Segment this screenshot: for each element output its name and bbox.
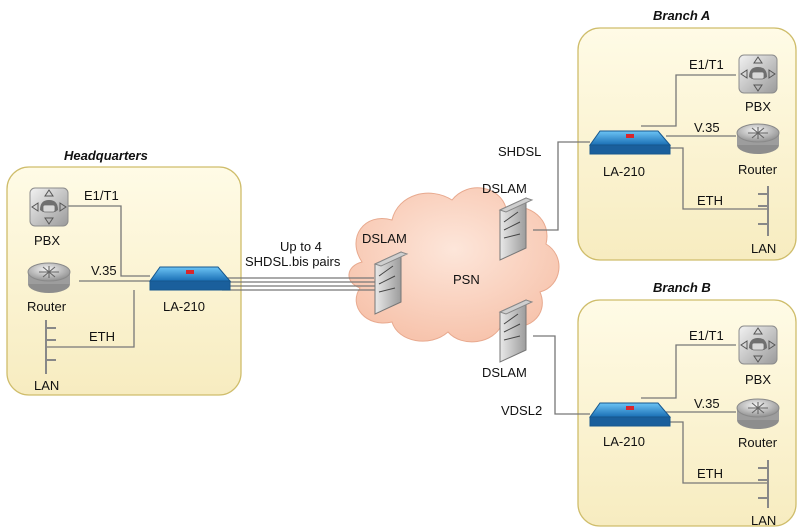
pairs-label-line2: SHDSL.bis pairs bbox=[245, 254, 341, 269]
branch-a-router-label: Router bbox=[738, 162, 778, 177]
branch-a-eth-label: ETH bbox=[697, 193, 723, 208]
branch-b-title: Branch B bbox=[653, 280, 711, 295]
hq-router-label: Router bbox=[27, 299, 67, 314]
hq-e1-label: E1/T1 bbox=[84, 188, 119, 203]
psn-label: PSN bbox=[453, 272, 480, 287]
hq-lan-label: LAN bbox=[34, 378, 59, 393]
branch-a-shdsl-wire bbox=[533, 141, 590, 231]
hq-eth-wire bbox=[46, 290, 135, 348]
la210-device-icon bbox=[589, 402, 671, 427]
dslam-hq-label: DSLAM bbox=[362, 231, 407, 246]
pbx-icon bbox=[738, 54, 778, 94]
hq-title: Headquarters bbox=[64, 148, 148, 163]
hq-pbx-label: PBX bbox=[34, 233, 60, 248]
branch-b-e1-wire bbox=[641, 344, 736, 399]
hq-device-label: LA-210 bbox=[163, 299, 205, 314]
branch-a-device-label: LA-210 bbox=[603, 164, 645, 179]
router-icon bbox=[27, 262, 71, 294]
branch-a-v35-label: V.35 bbox=[694, 120, 720, 135]
branch-b-router-label: Router bbox=[738, 435, 778, 450]
hq-v35-label: V.35 bbox=[91, 263, 117, 278]
branch-b-v35-label: V.35 bbox=[694, 396, 720, 411]
hq-e1-wire bbox=[50, 205, 150, 277]
hq-eth-label: ETH bbox=[89, 329, 115, 344]
branch-b-e1-label: E1/T1 bbox=[689, 328, 724, 343]
branch-b-device-label: LA-210 bbox=[603, 434, 645, 449]
router-icon bbox=[736, 398, 780, 430]
branch-a-e1-wire bbox=[641, 74, 736, 127]
pbx-icon bbox=[29, 187, 69, 227]
lan-bus-icon bbox=[758, 460, 769, 508]
pairs-label-line1: Up to 4 bbox=[280, 239, 322, 254]
lan-bus-icon bbox=[758, 186, 769, 236]
branch-b-lan-label: LAN bbox=[751, 513, 776, 528]
branch-a-lan-label: LAN bbox=[751, 241, 776, 256]
la210-device-icon bbox=[149, 266, 231, 291]
vdsl2-label: VDSL2 bbox=[501, 403, 542, 418]
branch-b-eth-label: ETH bbox=[697, 466, 723, 481]
pbx-icon bbox=[738, 325, 778, 365]
branch-a-pbx-label: PBX bbox=[745, 99, 771, 114]
router-icon bbox=[736, 123, 780, 155]
dslam-a-label: DSLAM bbox=[482, 181, 527, 196]
la210-device-icon bbox=[589, 130, 671, 155]
lan-bus-icon bbox=[45, 320, 56, 374]
branch-b-vdsl2-wire bbox=[533, 335, 590, 415]
branch-b-pbx-label: PBX bbox=[745, 372, 771, 387]
shdsl-label: SHDSL bbox=[498, 144, 541, 159]
branch-a-e1-label: E1/T1 bbox=[689, 57, 724, 72]
dslam-b-label: DSLAM bbox=[482, 365, 527, 380]
shdsl-bis-pairs bbox=[222, 277, 380, 291]
branch-a-title: Branch A bbox=[653, 8, 710, 23]
